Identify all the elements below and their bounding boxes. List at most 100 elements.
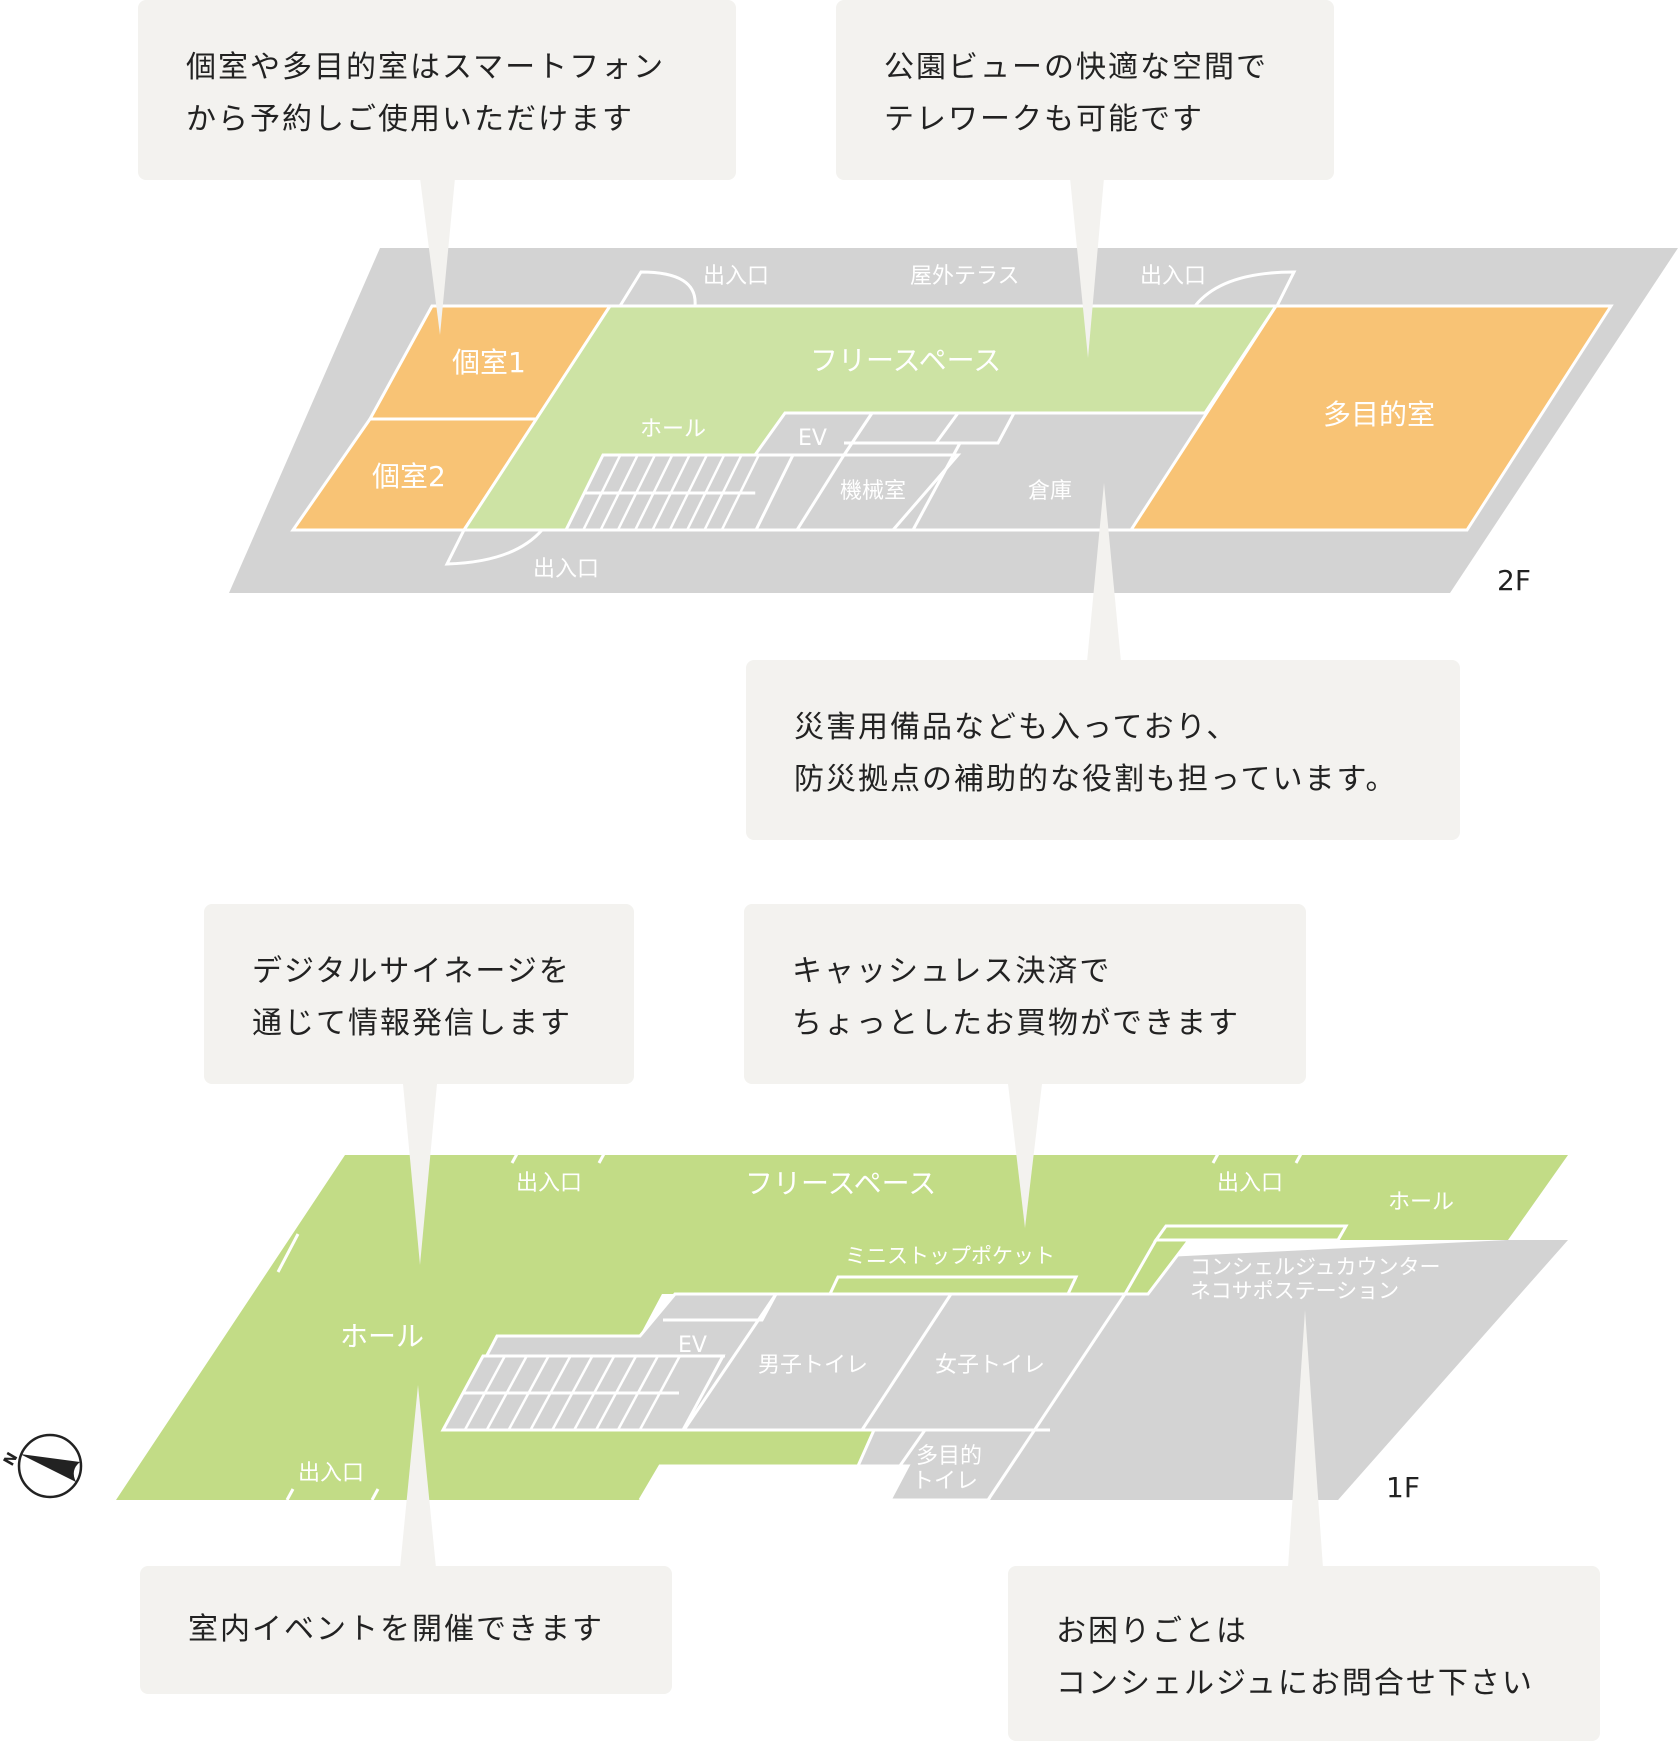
core-machine-divider (795, 454, 846, 531)
label-hall-1f-right: ホール (1388, 1190, 1454, 1215)
right-gray-area (990, 1240, 1508, 1500)
stairs-1f (440, 1354, 726, 1432)
lower-core-outline (638, 1464, 908, 1501)
label-multipurpose: 多目的室 (1323, 398, 1435, 431)
label-concierge: ネコサポステーション (1190, 1279, 1399, 1303)
stair-step (529, 1355, 572, 1431)
callout-text: デジタルサイネージを (252, 954, 571, 989)
stair-step (638, 1355, 681, 1431)
label-ev-2f: EV (798, 426, 827, 451)
callout-telework: 公園ビューの快適な空間で テレワークも可能です (836, 0, 1334, 180)
label-womens-toilet: 女子トイレ (935, 1353, 1045, 1378)
callout-pointer (1087, 483, 1121, 662)
counter-concierge[interactable] (1153, 1224, 1349, 1242)
floor-1f: フリースペース ホール ホール 出入口 出入口 出入口 EV 男子トイレ 女子ト… (116, 1151, 1568, 1504)
label-free-space-1f: フリースペース (745, 1167, 936, 1200)
label-entrance: 出入口 (533, 557, 599, 582)
label-ministop: ミニストップポケット (845, 1244, 1055, 1268)
label-multi-toilet: トイレ (912, 1469, 978, 1494)
stair-step (485, 1355, 528, 1431)
callout-disaster: 災害用備品なども入っており、 防災拠点の補助的な役割も担っています。 (746, 660, 1460, 840)
door-mark (276, 1233, 300, 1273)
callout-text: 防災拠点の補助的な役割も担っています。 (794, 762, 1398, 797)
door-mark (1294, 1151, 1304, 1164)
label-ev-1f: EV (678, 1333, 707, 1358)
callout-pointer (1070, 178, 1104, 358)
north-compass-icon: N (0, 1433, 83, 1499)
label-machine-room: 機械室 (840, 479, 906, 504)
counter-ministop[interactable] (827, 1275, 1079, 1296)
callout-text: キャッシュレス決済で (792, 954, 1112, 989)
label-entrance: 出入口 (516, 1171, 582, 1196)
callout-events: 室内イベントを開催できます (140, 1566, 672, 1694)
callout-pointer (1008, 1084, 1042, 1228)
door-swing-icon (444, 529, 544, 566)
label-entrance: 出入口 (1140, 264, 1206, 289)
callout-text: 公園ビューの快適な空間で (884, 50, 1268, 85)
duct-outline (844, 411, 1017, 445)
stair-step (616, 1355, 660, 1431)
machine-room-outline (844, 453, 962, 531)
callout-pointer (1288, 1310, 1323, 1568)
ev-shaft (753, 411, 875, 457)
stair-step (594, 1355, 638, 1431)
label-hall-2f: ホール (640, 417, 706, 442)
stair-step (582, 454, 622, 531)
label-storage: 倉庫 (1028, 479, 1072, 504)
stairs-2f (563, 453, 796, 532)
callout-text: 災害用備品なども入っており、 (794, 710, 1239, 745)
stair-step (651, 454, 691, 531)
callout-pointer (420, 178, 455, 335)
floor-label-2f: 2F (1497, 564, 1531, 597)
door-swing-icon (618, 270, 697, 307)
callout-text: 通じて情報発信します (252, 1006, 572, 1041)
stair-step (551, 1355, 594, 1431)
callout-pointer (400, 1385, 436, 1568)
wall-line (986, 1293, 1127, 1501)
stair-step (720, 454, 760, 531)
callout-reservation: 個室や多目的室はスマートフォン から予約しご使用いただけます (138, 0, 736, 180)
label-terrace: 屋外テラス (910, 264, 1020, 289)
label-private-1: 個室1 (452, 346, 526, 379)
callout-concierge: お困りごとは コンシェルジュにお問合せ下さい (1008, 1566, 1600, 1741)
callout-text: から予約しご使用いただけます (186, 102, 634, 137)
callout-signage: デジタルサイネージを 通じて情報発信します (204, 904, 634, 1084)
callout-pointer (403, 1084, 437, 1265)
callout-text: 室内イベントを開催できます (188, 1612, 604, 1647)
stair-step (599, 454, 639, 531)
label-entrance: 出入口 (298, 1461, 364, 1486)
door-mark (510, 1151, 520, 1164)
callout-text: お困りごとは (1056, 1614, 1248, 1649)
callout-pointers (400, 178, 1323, 1568)
door-mark (285, 1488, 295, 1501)
callout-text: コンシェルジュにお問合せ下さい (1056, 1666, 1534, 1701)
stair-step (507, 1355, 550, 1431)
stair-step (573, 1355, 616, 1431)
label-hall-1f-left: ホール (340, 1320, 424, 1353)
label-entrance: 出入口 (703, 264, 769, 289)
label-private-2: 個室2 (372, 460, 446, 493)
door-swing-icon (1193, 270, 1297, 307)
wall-line (860, 1293, 953, 1431)
callout-text: 個室や多目的室はスマートフォン (186, 50, 666, 85)
callout-cashless: キャッシュレス決済で ちょっとしたお買物ができます (744, 904, 1306, 1084)
stair-step (686, 454, 726, 531)
label-entrance: 出入口 (1217, 1171, 1283, 1196)
wall-line (814, 1465, 834, 1501)
floor-2f: 個室1 個室2 フリースペース ホール EV 機械室 倉庫 多目的室 屋外テラス… (229, 248, 1678, 597)
callout-text: ちょっとしたお買物ができます (792, 1006, 1240, 1041)
stair-step (668, 454, 708, 531)
stair-step (463, 1355, 506, 1431)
machine-storage-divider (911, 442, 962, 531)
label-mens-toilet: 男子トイレ (758, 1353, 868, 1378)
stair-step (634, 454, 674, 531)
wall-line (682, 1293, 778, 1431)
stair-step (616, 454, 657, 531)
callout-text: テレワークも可能です (884, 102, 1204, 137)
label-free-space-2f: フリースペース (810, 344, 1001, 377)
door-mark (370, 1488, 380, 1501)
door-mark (1211, 1151, 1221, 1164)
counter-concierge-side (1122, 1238, 1193, 1296)
stair-step (703, 454, 743, 531)
